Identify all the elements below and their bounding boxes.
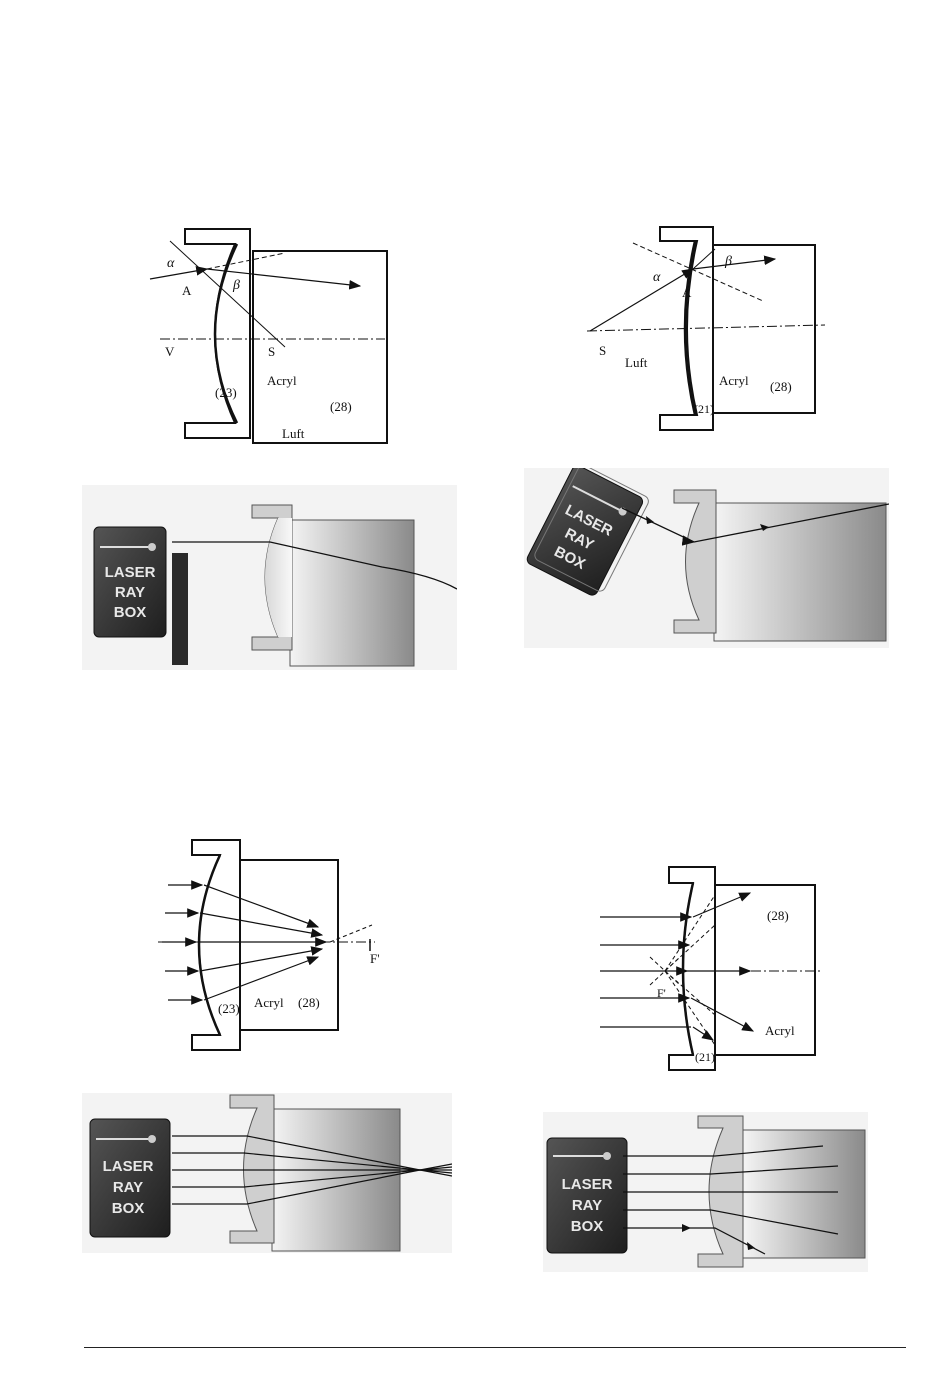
laser-ray-box: LASER RAY BOX	[90, 1119, 170, 1237]
label-luft: Luft	[282, 426, 305, 441]
incident-rays	[162, 885, 202, 1000]
diagram-concave-refraction: α β A S Luft Acryl (28) (21)	[585, 225, 830, 435]
label-beta: β	[232, 278, 240, 293]
svg-text:RAY: RAY	[113, 1179, 143, 1196]
acrylic-block	[714, 503, 886, 641]
slit-screen	[172, 553, 188, 665]
label-alpha: α	[167, 256, 175, 271]
label-F: F'	[657, 986, 666, 1000]
acrylic-block	[743, 1130, 865, 1258]
svg-text:BOX: BOX	[112, 1200, 145, 1217]
label-21: (21)	[694, 402, 714, 416]
label-S: S	[599, 343, 606, 358]
svg-text:BOX: BOX	[114, 604, 147, 621]
incident-ray	[590, 269, 693, 331]
illustration-convex-multi-ray: LASER RAY BOX	[82, 1093, 452, 1253]
lens-holder	[185, 229, 250, 438]
laser-ray-box: LASER RAY BOX	[94, 527, 166, 637]
label-28: (28)	[330, 399, 352, 414]
label-23: (23)	[218, 1001, 240, 1016]
label-acryl: Acryl	[765, 1023, 795, 1038]
diagram-convex-focus: F' (23) Acryl (28)	[150, 835, 390, 1055]
svg-text:LASER: LASER	[103, 1158, 154, 1175]
label-beta: β	[724, 254, 732, 269]
label-28: (28)	[767, 908, 789, 923]
illustration-concave-multi-ray: LASER RAY BOX	[543, 1112, 868, 1272]
footer-rule	[84, 1347, 906, 1348]
lens-holder	[669, 867, 715, 1070]
laser-ray-box: LASER RAY BOX	[547, 1138, 627, 1253]
label-A: A	[682, 285, 692, 300]
label-luft: Luft	[625, 355, 648, 370]
label-23: (23)	[215, 385, 237, 400]
svg-text:BOX: BOX	[571, 1218, 604, 1235]
svg-text:LASER: LASER	[105, 564, 156, 581]
label-28: (28)	[298, 995, 320, 1010]
label-21: (21)	[695, 1050, 715, 1064]
label-F: F'	[370, 951, 380, 966]
acrylic-block	[290, 520, 414, 666]
label-acryl: Acryl	[267, 373, 297, 388]
illustration-convex-single-ray: LASER RAY BOX	[82, 485, 457, 670]
acrylic-block	[272, 1109, 400, 1251]
svg-text:RAY: RAY	[572, 1197, 602, 1214]
svg-text:RAY: RAY	[115, 584, 145, 601]
label-alpha: α	[653, 270, 661, 285]
label-V: V	[165, 344, 175, 359]
label-acryl: Acryl	[719, 373, 749, 388]
label-acryl: Acryl	[254, 995, 284, 1010]
diagram-concave-diverge: F' (28) Acryl (21)	[595, 865, 825, 1075]
label-28: (28)	[770, 379, 792, 394]
illustration-concave-single-ray: LASER RAY BOX	[524, 468, 889, 648]
incident-rays	[600, 917, 691, 1027]
svg-text:LASER: LASER	[562, 1176, 613, 1193]
incident-ray	[150, 269, 207, 279]
diagram-convex-refraction: α β A V S Acryl (23) (28) Luft	[145, 225, 395, 445]
label-S: S	[268, 344, 275, 359]
label-A: A	[182, 283, 192, 298]
